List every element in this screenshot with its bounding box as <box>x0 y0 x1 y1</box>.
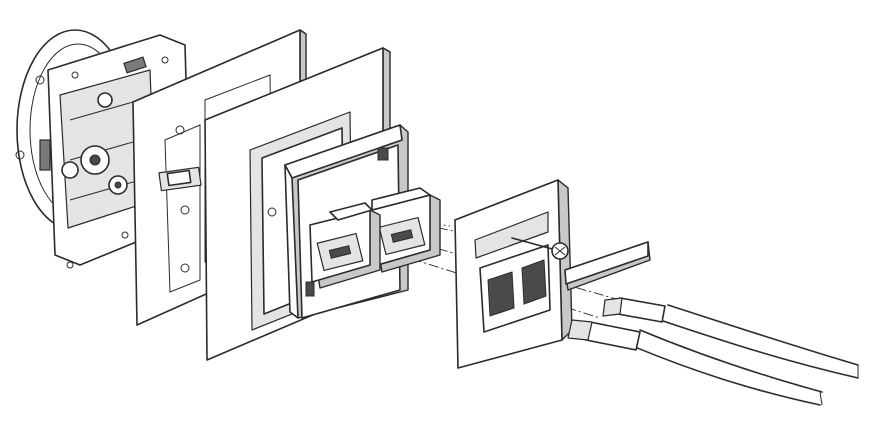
fixing-screw <box>511 237 569 260</box>
patch-cable-bottom <box>567 319 823 406</box>
faceplate-with-label-window <box>454 179 573 369</box>
label-strip <box>564 241 651 291</box>
keystone-module-top <box>371 187 441 273</box>
keystone-module-bottom <box>309 202 381 289</box>
patch-cable-top <box>602 297 859 379</box>
